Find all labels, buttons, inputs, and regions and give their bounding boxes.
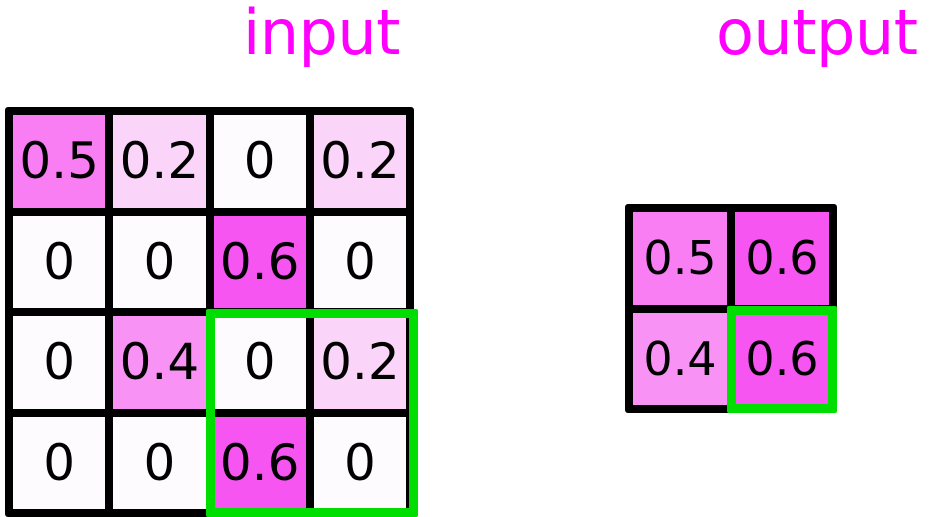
- input-cell-r3c2: 0.6: [213, 416, 306, 509]
- output-cell-r0c1: 0.6: [735, 212, 829, 305]
- input-cell-r3c3: 0: [313, 416, 406, 509]
- input-cell-r2c3: 0.2: [313, 316, 406, 409]
- output-cell-r1c0: 0.4: [633, 312, 727, 405]
- input-cell-r0c2: 0: [213, 115, 306, 208]
- input-cell-r0c3: 0.2: [313, 115, 406, 208]
- input-cell-r0c0: 0.5: [13, 115, 106, 208]
- input-grid: 0.5 0.2 0 0.2 0 0 0.6 0 0 0.4 0 0.2 0 0 …: [5, 107, 414, 517]
- input-cell-r1c0: 0: [13, 215, 106, 308]
- input-cell-r2c0: 0: [13, 316, 106, 409]
- input-cell-r1c1: 0: [113, 215, 206, 308]
- input-cell-r3c1: 0: [113, 416, 206, 509]
- input-cell-r2c1: 0.4: [113, 316, 206, 409]
- input-cell-r3c0: 0: [13, 416, 106, 509]
- output-grid: 0.5 0.6 0.4 0.6: [625, 204, 837, 413]
- output-label: output: [716, 0, 918, 69]
- input-cell-r0c1: 0.2: [113, 115, 206, 208]
- output-cell-r1c1: 0.6: [735, 312, 829, 405]
- input-label: input: [243, 0, 400, 69]
- input-cell-r1c2: 0.6: [213, 215, 306, 308]
- input-cell-r1c3: 0: [313, 215, 406, 308]
- input-cell-r2c2: 0: [213, 316, 306, 409]
- output-cell-r0c0: 0.5: [633, 212, 727, 305]
